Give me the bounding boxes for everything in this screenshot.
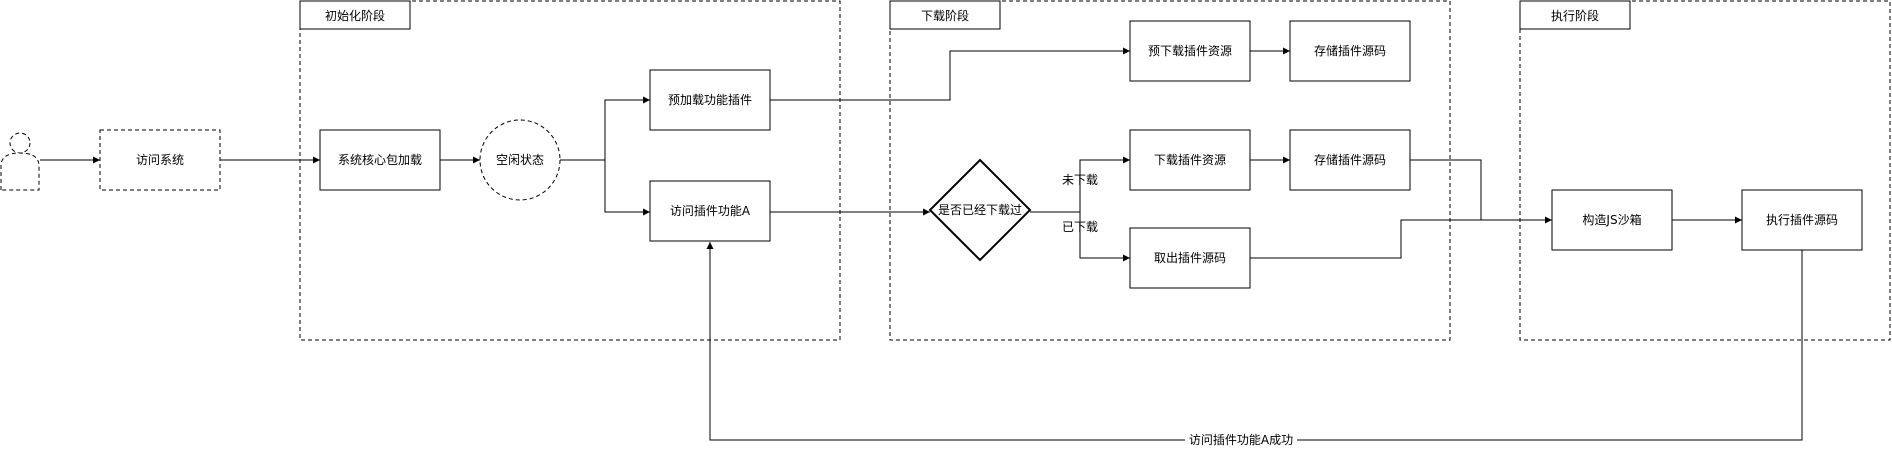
edge-label-downloaded: 已下载 [1062,220,1098,234]
edge-preload-to-predownload [770,47,1130,101]
phase-init-container: 初始化阶段 [299,0,841,341]
edge-decision-not-downloaded [1030,156,1130,213]
node-store-source-top: 存储插件源码 [1289,20,1411,82]
phase-download-title: 下载阶段 [921,8,969,23]
edge-idle-to-access-a [604,160,650,216]
phase-execute-title: 执行阶段 [1551,8,1599,23]
node-download-resource: 下载插件资源 [1129,129,1251,191]
node-execute-source: 执行插件源码 [1741,189,1863,251]
edge-execute-to-access-a [706,242,1803,441]
edge-fetch-to-sandbox [1250,219,1481,259]
node-store-source-mid-label: 存储插件源码 [1314,152,1386,167]
edge-label-success: 访问插件功能A成功 [1189,433,1293,447]
edge-label-not-downloaded: 未下载 [1062,173,1098,187]
node-execute-source-label: 执行插件源码 [1766,213,1838,227]
edge-decision-downloaded [1079,212,1130,262]
node-idle-label: 空闲状态 [496,153,544,167]
node-build-sandbox: 构造JS沙箱 [1551,189,1673,251]
node-preload-plugin: 预加载功能插件 [649,69,771,131]
node-core-load-label: 系统核心包加载 [338,153,422,167]
node-decision: 是否已经下载过 [928,158,1032,262]
user-actor-icon [0,132,40,191]
node-core-load: 系统核心包加载 [319,129,441,191]
node-idle: 空闲状态 [479,119,561,201]
phase-execute-container: 执行阶段 [1519,0,1891,341]
node-preload-plugin-label: 预加载功能插件 [668,93,752,107]
node-store-source-mid: 存储插件源码 [1289,129,1411,191]
phase-download-container: 下载阶段 [889,0,1451,341]
phase-init-title: 初始化阶段 [325,8,385,23]
edges [40,47,1803,441]
node-predownload-resource-label: 预下载插件资源 [1148,44,1232,58]
edge-idle-to-preload [560,96,650,161]
node-fetch-source: 取出插件源码 [1129,227,1251,289]
node-access-system: 访问系统 [99,129,221,191]
node-access-system-label: 访问系统 [136,153,184,167]
node-access-plugin-a-label: 访问插件功能A [670,204,751,218]
node-download-resource-label: 下载插件资源 [1154,153,1226,167]
node-predownload-resource: 预下载插件资源 [1129,20,1251,82]
node-fetch-source-label: 取出插件源码 [1154,251,1226,265]
edge-store-to-sandbox [1410,159,1552,224]
node-store-source-top-label: 存储插件源码 [1314,43,1386,58]
node-build-sandbox-label: 构造JS沙箱 [1582,212,1641,227]
node-decision-label: 是否已经下载过 [938,203,1022,217]
node-access-plugin-a: 访问插件功能A [649,180,771,242]
